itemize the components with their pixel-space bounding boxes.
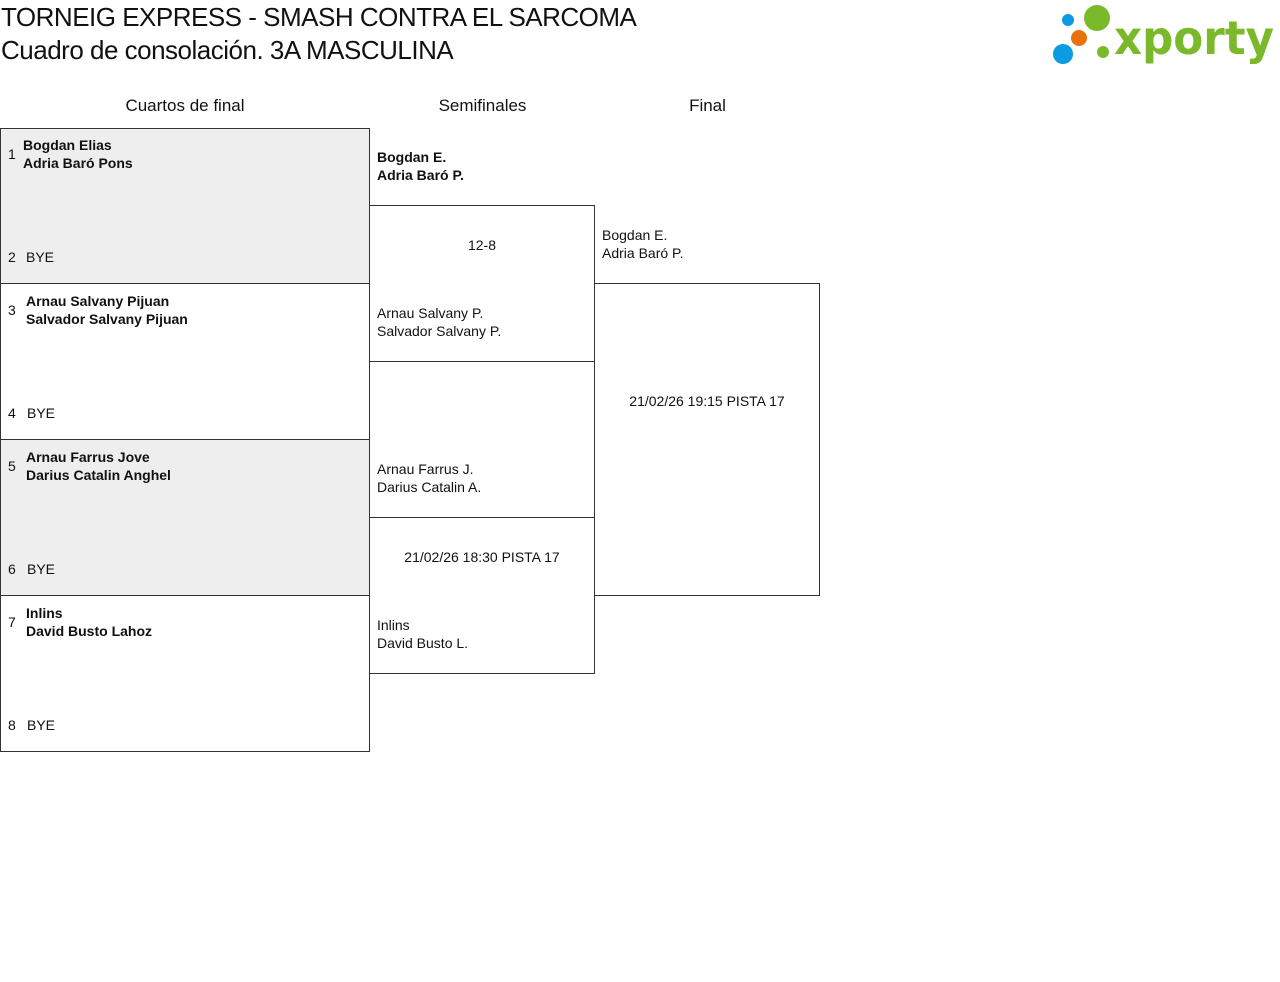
final-team-a: Bogdan E. Adria Baró P. — [602, 226, 683, 262]
seed: 6 — [8, 561, 16, 577]
player: Arnau Farrus J. — [377, 461, 474, 477]
player: Salvador Salvany P. — [377, 323, 502, 339]
seed: 5 — [8, 458, 16, 474]
round-header-quarterfinals: Cuartos de final — [125, 96, 245, 115]
sf1-team-b: Arnau Salvany P. Salvador Salvany P. — [377, 304, 501, 340]
seed: 2 — [8, 249, 16, 265]
player: David Busto Lahoz — [26, 623, 153, 639]
player: Arnau Salvany Pijuan — [26, 293, 170, 309]
seed: 4 — [8, 405, 16, 421]
match-score: 12-8 — [467, 237, 497, 253]
xporty-logo: xporty — [1050, 4, 1276, 66]
player: Adria Baró P. — [377, 167, 464, 183]
player: Bogdan E. — [602, 227, 668, 243]
round-header-final: Final — [689, 96, 726, 115]
sf1-team-a: Bogdan E. Adria Baró P. — [377, 148, 464, 184]
seed: 1 — [8, 146, 16, 162]
team-b: BYE — [26, 249, 55, 265]
player: Darius Catalin Anghel — [26, 467, 171, 483]
seed: 7 — [8, 614, 16, 630]
final-match: 21/02/26 19:15 PISTA 17 — [594, 283, 820, 596]
sf-match-1: 12-8 Arnau Salvany P. Salvador Salvany P. — [369, 205, 595, 362]
seed: 3 — [8, 302, 16, 318]
bracket-subtitle: Cuadro de consolación. 3A MASCULINA — [1, 35, 454, 65]
team-b: BYE — [27, 561, 56, 577]
player: Salvador Salvany Pijuan — [26, 311, 188, 327]
player: Darius Catalin A. — [377, 479, 482, 495]
player: Bogdan E. — [377, 149, 447, 165]
player: Arnau Farrus Jove — [26, 449, 150, 465]
player: Inlins — [377, 617, 410, 633]
match-schedule: 21/02/26 19:15 PISTA 17 — [629, 393, 785, 409]
tournament-title: TORNEIG EXPRESS - SMASH CONTRA EL SARCOM… — [1, 2, 637, 32]
player: Arnau Salvany P. — [377, 305, 484, 321]
round-header-semifinals: Semifinales — [438, 96, 527, 115]
team-b: BYE — [27, 717, 56, 733]
player: Adria Baró Pons — [23, 155, 133, 171]
player: Adria Baró P. — [602, 245, 684, 261]
seed: 8 — [8, 717, 16, 733]
player: Inlins — [26, 605, 63, 621]
svg-text:xporty: xporty — [1114, 11, 1274, 65]
sf2-team-a: Arnau Farrus J. Darius Catalin A. — [377, 460, 481, 496]
player: David Busto L. — [377, 635, 469, 651]
match-schedule: 21/02/26 18:30 PISTA 17 — [404, 549, 560, 565]
player: Bogdan Elias — [23, 137, 112, 153]
team-b: BYE — [27, 405, 56, 421]
